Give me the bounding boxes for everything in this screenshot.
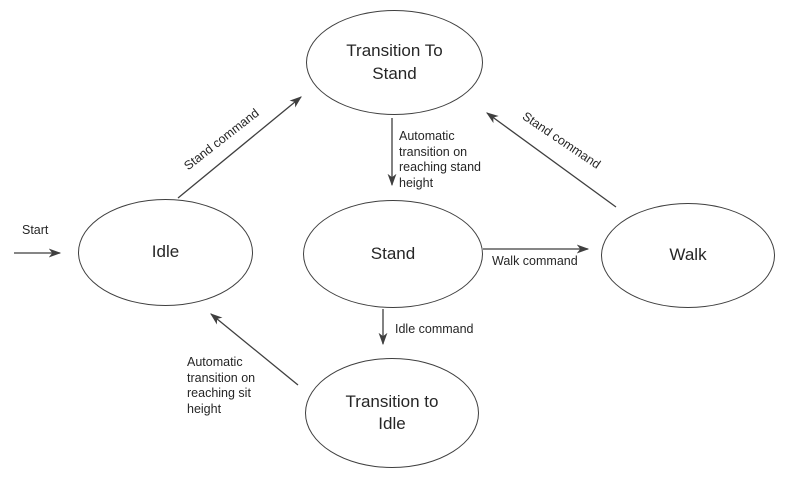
edge-idle-to-transition-to-stand: [177, 96, 302, 199]
state-walk: Walk: [601, 203, 775, 308]
edge-label-start: Start: [22, 223, 49, 237]
state-stand-label: Stand: [370, 243, 416, 263]
state-idle: Idle: [78, 199, 253, 306]
edge-transition-to-idle-to-idle: [210, 313, 299, 386]
state-idle-label: Idle: [151, 242, 180, 262]
edge-label-idle-command: Idle command: [395, 322, 474, 336]
state-transition-to-stand: Transition To Stand: [306, 10, 483, 115]
state-transition-to-idle: Transition to Idle: [305, 358, 479, 468]
edge-walk-to-transition-to-stand: [486, 112, 617, 208]
state-walk-label: Walk: [669, 245, 707, 265]
edge-label-walk-command: Walk command: [492, 254, 578, 268]
edge-label-automatic-transition-sit-height: Automatic transition on reaching sit hei…: [187, 355, 256, 416]
state-transition-to-stand-label: Transition To Stand: [346, 41, 443, 83]
state-stand: Stand: [303, 200, 483, 308]
state-transition-to-idle-label: Transition to Idle: [345, 391, 439, 433]
edge-label-automatic-transition-stand-height: Automatic transition on reaching stand h…: [399, 129, 482, 190]
